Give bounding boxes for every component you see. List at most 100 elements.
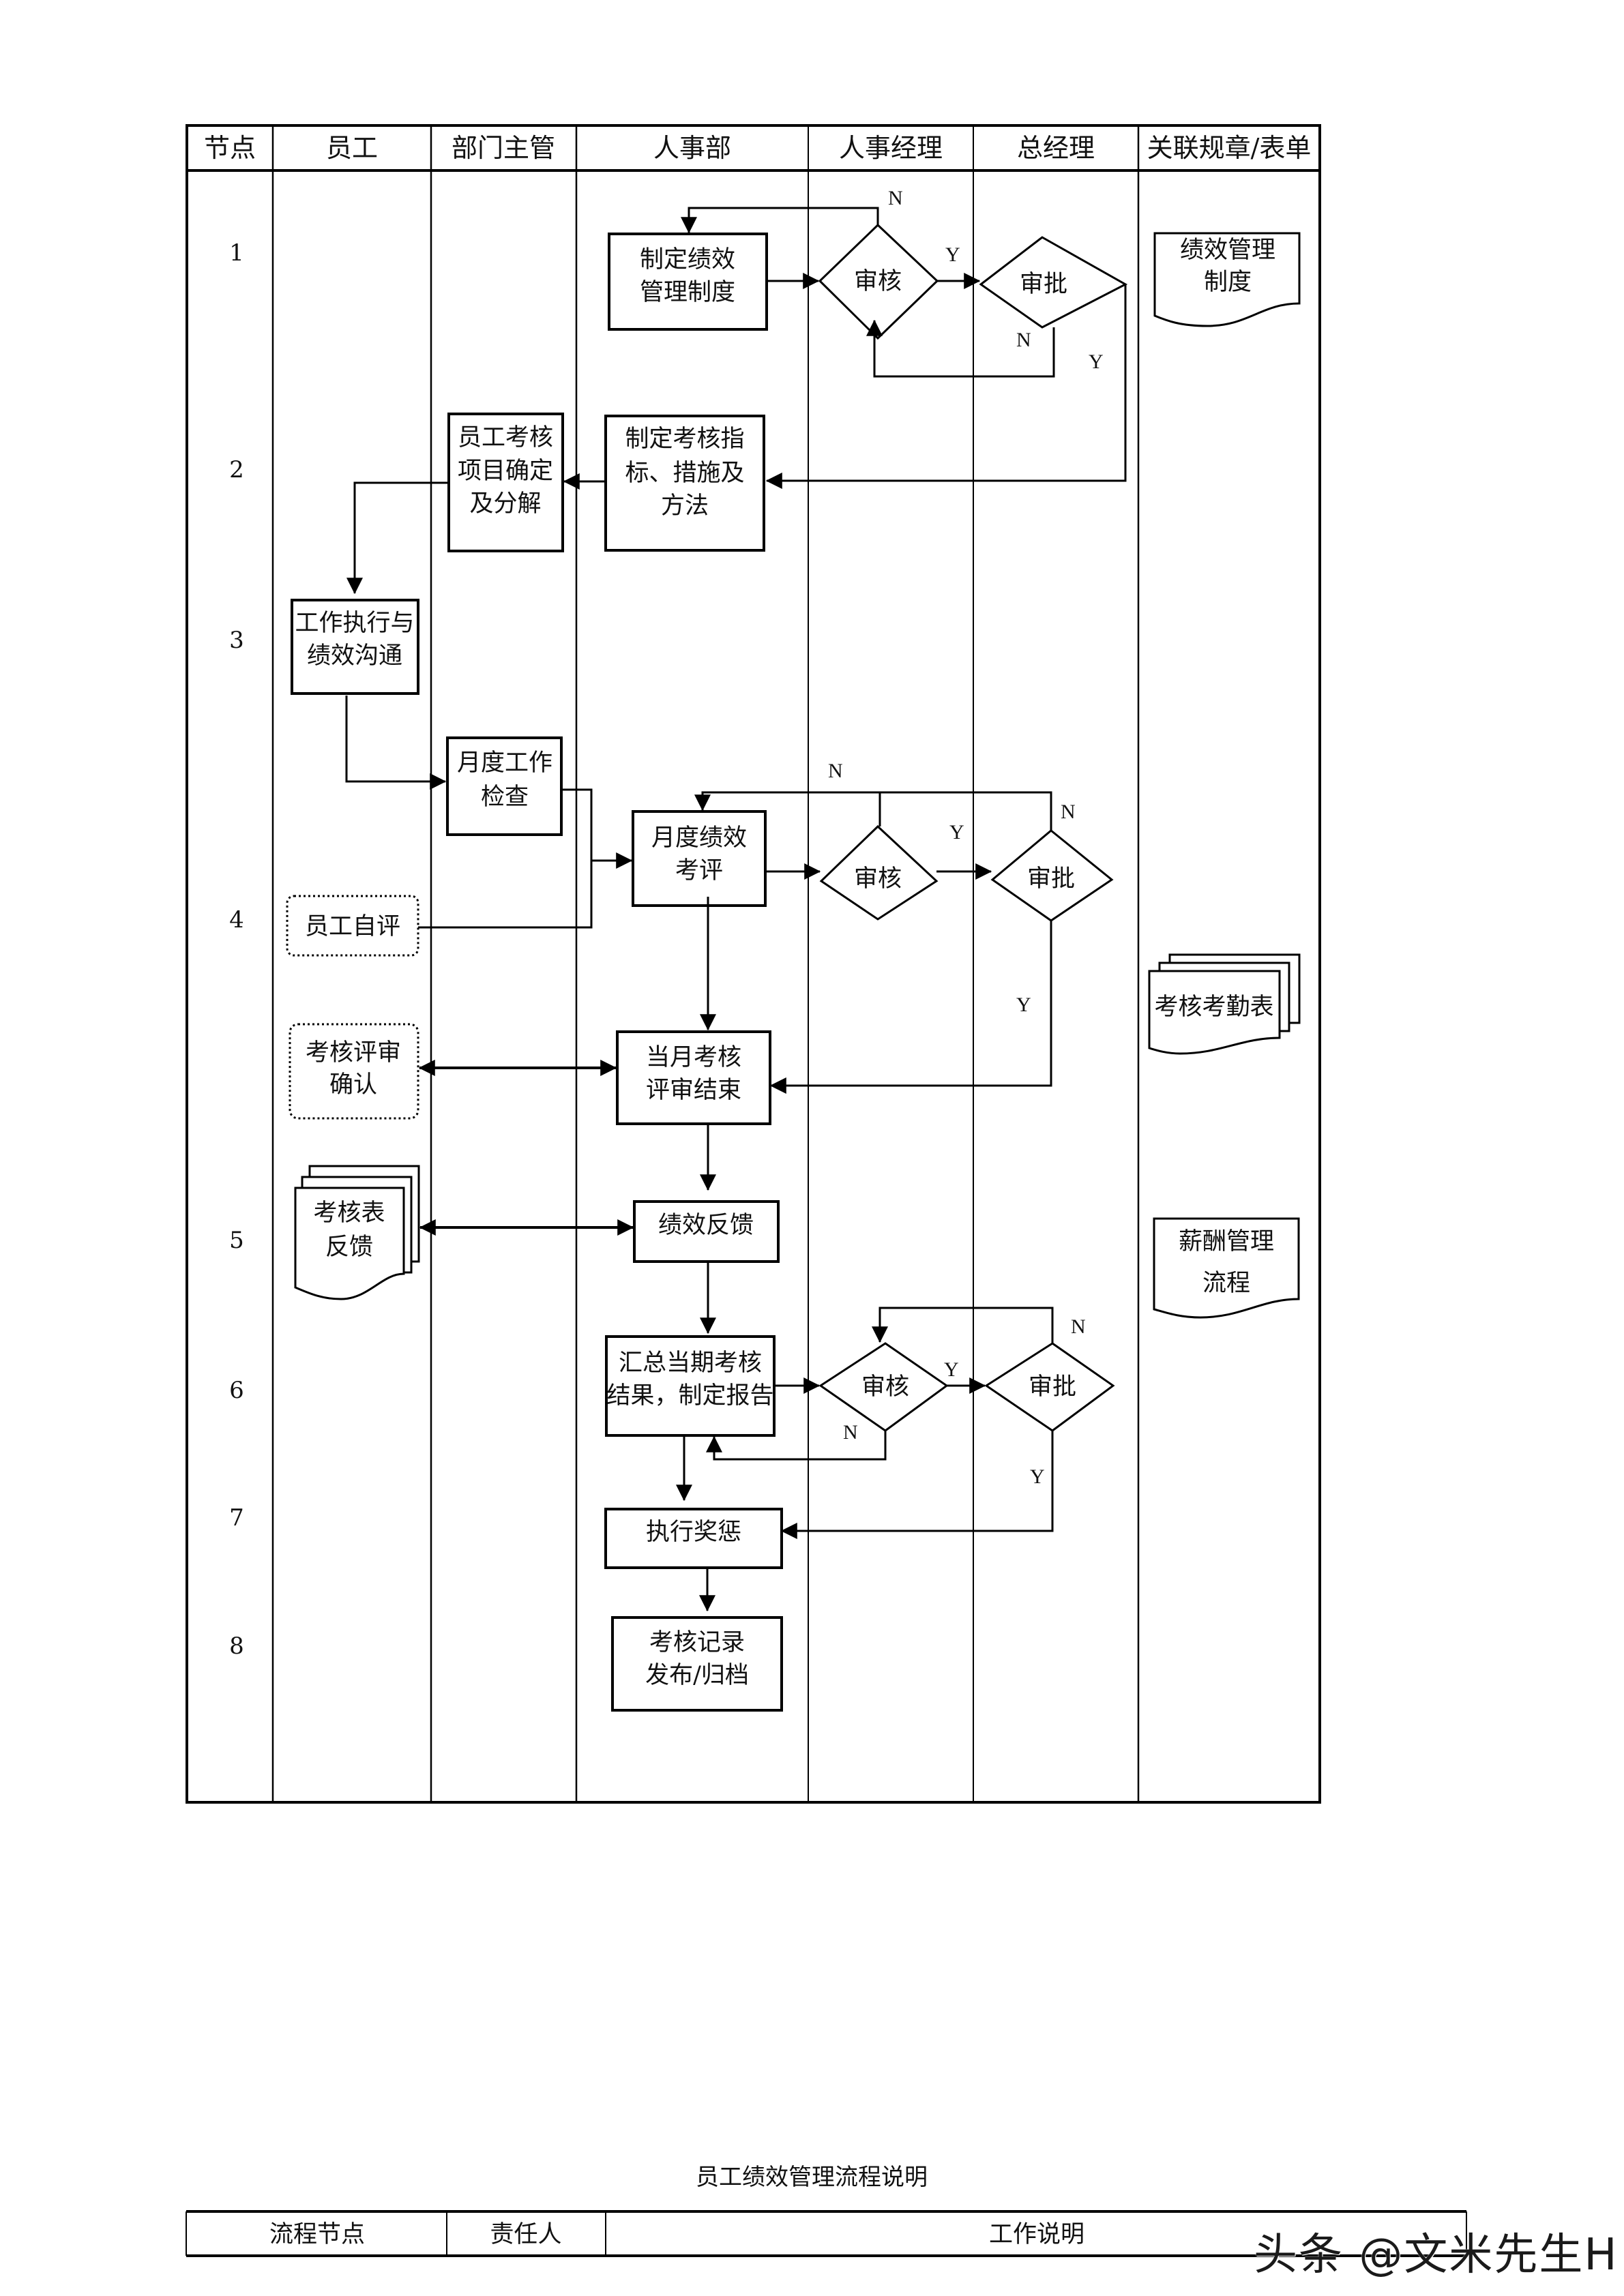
svg-text:审批: 审批 xyxy=(1027,865,1075,893)
connectors-row4 xyxy=(418,788,1052,1094)
node-number: 3 xyxy=(229,627,244,654)
svg-text:员工自评: 员工自评 xyxy=(305,913,400,940)
svg-text:制度: 制度 xyxy=(1204,269,1252,296)
svg-text:确认: 确认 xyxy=(329,1071,377,1099)
label-yes: Y xyxy=(1016,994,1031,1016)
label-no: N xyxy=(1016,329,1031,351)
header-employee: 员工 xyxy=(326,133,378,163)
header-general-manager: 总经理 xyxy=(1017,133,1095,163)
doc-attendance-form[interactable]: 考核考勤表 xyxy=(1148,953,1301,1055)
label-yes: Y xyxy=(944,1358,959,1381)
step-define-indicators[interactable]: 制定考核指 标、措施及 方法 xyxy=(604,415,765,552)
label-no: N xyxy=(888,187,903,209)
label-yes: Y xyxy=(945,243,960,266)
doc-policy[interactable]: 绩效管理 制度 xyxy=(1153,232,1301,327)
node-number: 1 xyxy=(229,239,244,267)
node-number: 8 xyxy=(229,1632,244,1660)
step-reward-punish[interactable]: 执行奖惩 xyxy=(604,1508,783,1569)
description-table-header xyxy=(186,2210,1467,2257)
svg-text:绩效管理: 绩效管理 xyxy=(1180,237,1275,264)
doc-form-feedback[interactable]: 考核表 反馈 xyxy=(294,1165,420,1300)
node-number: 2 xyxy=(229,456,244,483)
svg-text:流程: 流程 xyxy=(1202,1270,1250,1297)
svg-text:绩效反馈: 绩效反馈 xyxy=(658,1212,754,1239)
lane-headers: 节点 员工 部门主管 人事部 人事经理 总经理 关联规章/表单 xyxy=(204,133,1311,163)
decision-approve-3[interactable]: 审批 xyxy=(984,1342,1115,1432)
col-node: 流程节点 xyxy=(269,2221,365,2248)
svg-text:项目确定: 项目确定 xyxy=(458,458,553,485)
svg-text:审核: 审核 xyxy=(854,865,902,893)
svg-text:标、措施及: 标、措施及 xyxy=(625,460,744,487)
svg-text:考核记录: 考核记录 xyxy=(649,1629,745,1656)
step-monthly-evaluation[interactable]: 月度绩效 考评 xyxy=(632,810,767,907)
decision-review-1[interactable]: 审核 xyxy=(818,223,939,340)
description-title: 员工绩效管理流程说明 xyxy=(696,2164,928,2191)
watermark: 头条 @文米先生H xyxy=(1254,2230,1619,2280)
header-dept-manager: 部门主管 xyxy=(452,133,555,163)
header-related-docs: 关联规章/表单 xyxy=(1147,133,1312,163)
svg-text:员工考核: 员工考核 xyxy=(458,424,553,451)
svg-text:制定考核指: 制定考核指 xyxy=(625,426,744,453)
col-responsible: 责任人 xyxy=(490,2221,561,2248)
connectors-row6 xyxy=(676,1307,1054,1539)
svg-text:审批: 审批 xyxy=(1029,1373,1076,1401)
connectors-row1 xyxy=(681,207,1127,489)
svg-text:工作执行与: 工作执行与 xyxy=(295,610,414,637)
svg-text:方法: 方法 xyxy=(661,492,709,520)
label-yes: Y xyxy=(949,821,964,844)
header-node: 节点 xyxy=(204,133,256,163)
svg-text:检查: 检查 xyxy=(481,784,529,811)
step-define-policy[interactable]: 制定绩效 管理制度 xyxy=(608,233,768,331)
svg-text:审核: 审核 xyxy=(861,1373,909,1401)
step-summary-report[interactable]: 汇总当期考核 结果，制定报告 xyxy=(605,1335,776,1437)
svg-text:考核评审: 考核评审 xyxy=(306,1039,401,1067)
svg-text:考评: 考评 xyxy=(675,857,723,884)
header-hr-dept: 人事部 xyxy=(653,133,731,163)
node-numbers: 1 2 3 4 5 6 7 8 xyxy=(229,239,244,1660)
header-hr-manager: 人事经理 xyxy=(839,133,943,163)
connector-to-monthly-check xyxy=(345,696,447,790)
svg-text:结果，制定报告: 结果，制定报告 xyxy=(606,1382,773,1410)
label-yes: Y xyxy=(1030,1465,1045,1488)
step-review-confirm[interactable]: 考核评审 确认 xyxy=(289,1023,419,1120)
swimlane-table xyxy=(186,124,1321,1804)
step-publish-archive[interactable]: 考核记录 发布/归档 xyxy=(611,1616,783,1712)
svg-text:月度工作: 月度工作 xyxy=(457,749,552,777)
label-no: N xyxy=(843,1421,858,1444)
decision-approve-2[interactable]: 审批 xyxy=(990,829,1114,922)
svg-text:反馈: 反馈 xyxy=(325,1234,373,1261)
svg-text:当月考核: 当月考核 xyxy=(646,1044,741,1071)
step-performance-feedback[interactable]: 绩效反馈 xyxy=(633,1200,780,1263)
svg-text:绩效沟通: 绩效沟通 xyxy=(307,642,402,670)
connectors-row2 xyxy=(346,473,606,595)
node-number: 7 xyxy=(229,1504,244,1532)
svg-text:执行奖惩: 执行奖惩 xyxy=(646,1519,741,1546)
label-no: N xyxy=(828,760,843,782)
label-no: N xyxy=(1061,801,1076,823)
node-number: 4 xyxy=(229,906,244,934)
svg-text:管理制度: 管理制度 xyxy=(640,279,735,306)
label-no: N xyxy=(1071,1315,1086,1338)
step-review-end[interactable]: 当月考核 评审结束 xyxy=(616,1030,771,1125)
decision-approve-1[interactable]: 审批 xyxy=(979,236,1128,329)
svg-text:发布/归档: 发布/归档 xyxy=(645,1662,749,1689)
node-number: 6 xyxy=(229,1377,244,1404)
svg-text:审批: 审批 xyxy=(1020,271,1067,298)
svg-text:汇总当期考核: 汇总当期考核 xyxy=(619,1350,762,1377)
svg-text:薪酬管理: 薪酬管理 xyxy=(1179,1228,1274,1255)
doc-salary-flow[interactable]: 薪酬管理 流程 xyxy=(1153,1217,1300,1319)
decision-review-2[interactable]: 审核 xyxy=(819,824,939,921)
svg-text:制定绩效: 制定绩效 xyxy=(640,246,735,273)
svg-text:考核考勤表: 考核考勤表 xyxy=(1154,994,1273,1021)
step-work-execution[interactable]: 工作执行与 绩效沟通 xyxy=(291,599,419,695)
decision-review-3[interactable]: 审核 xyxy=(818,1342,949,1432)
col-work-description: 工作说明 xyxy=(989,2221,1084,2248)
step-monthly-check[interactable]: 月度工作 检查 xyxy=(446,736,563,836)
svg-text:审核: 审核 xyxy=(854,268,902,295)
step-self-evaluation[interactable]: 员工自评 xyxy=(286,895,419,957)
svg-text:月度绩效: 月度绩效 xyxy=(651,824,747,852)
label-yes: Y xyxy=(1089,351,1104,373)
step-decompose-items[interactable]: 员工考核 项目确定 及分解 xyxy=(447,413,564,552)
node-number: 5 xyxy=(229,1227,244,1254)
